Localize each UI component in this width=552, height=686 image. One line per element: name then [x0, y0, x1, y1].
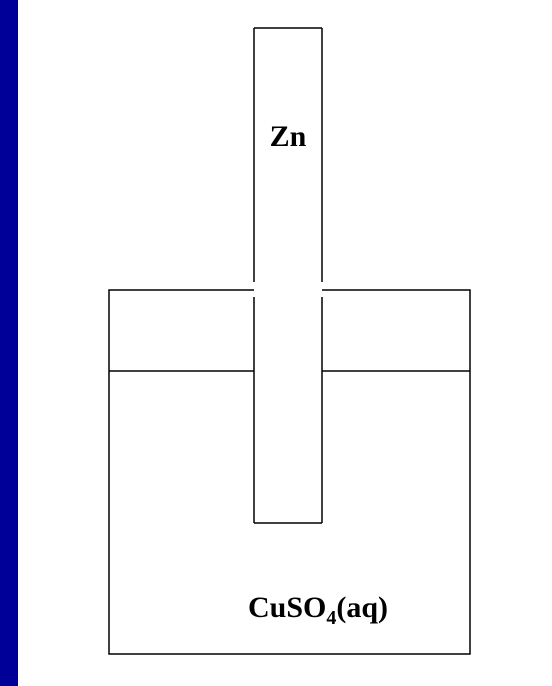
solution-label-subscript: 4 — [326, 607, 336, 629]
solution-label: CuSO4(aq) — [248, 591, 388, 629]
electrode-label: Zn — [270, 120, 307, 153]
solution-label-prefix: CuSO — [248, 591, 326, 624]
zinc-electrode — [253, 27, 323, 524]
solution-label-suffix: (aq) — [336, 591, 388, 624]
